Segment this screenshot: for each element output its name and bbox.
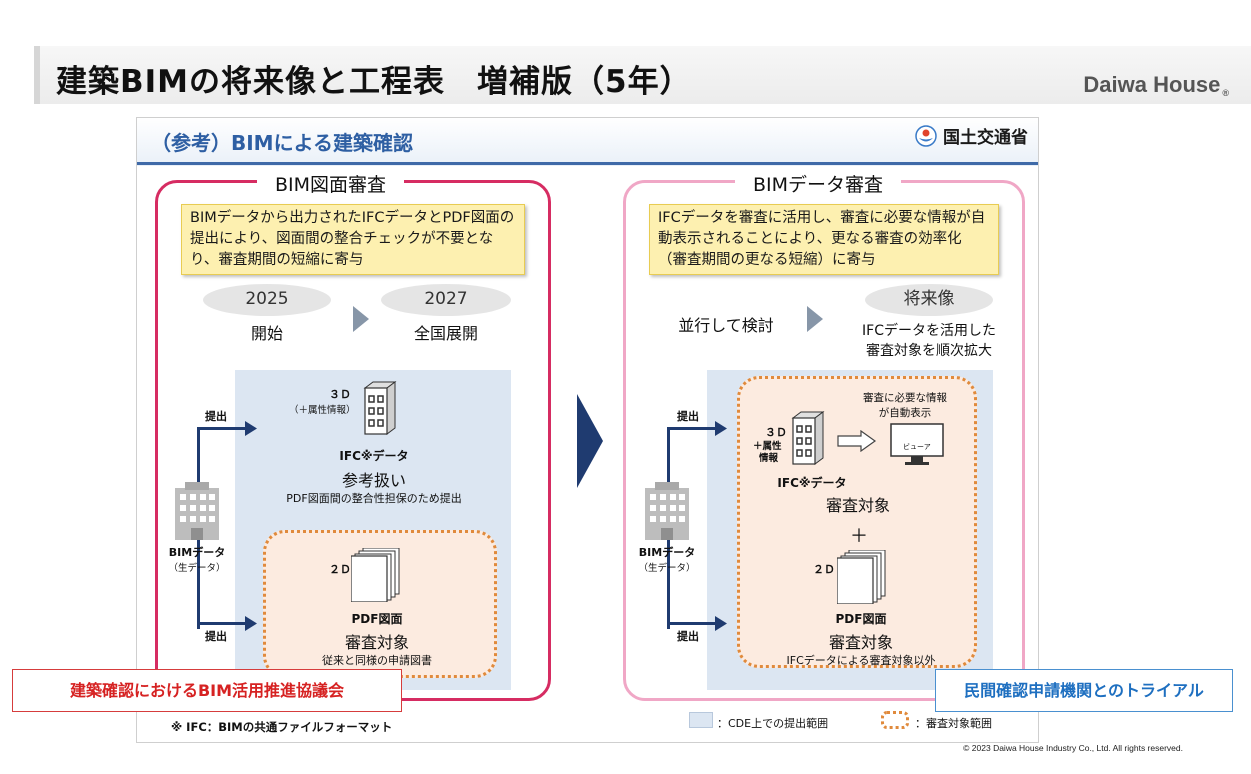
left-pdf-description: 従来と同様の申請図書	[322, 654, 432, 667]
copyright-notice: © 2023 Daiwa House Industry Co., Ltd. Al…	[963, 743, 1183, 753]
left-submit-line-bottom	[197, 622, 247, 625]
left-pdf-label: PDF図面	[351, 612, 403, 626]
private-agency-trial-box: 民間確認申請機関とのトライアル	[935, 669, 1233, 712]
left-year-start-oval: 2025	[203, 284, 331, 316]
left-attr-label: （＋属性情報）	[289, 405, 356, 416]
right-submit-line-bottom	[667, 622, 717, 625]
slide-header-rule	[137, 162, 1038, 165]
company-logo: Daiwa House®	[1083, 72, 1229, 98]
right-submit-bottom-label: 提出	[677, 630, 699, 643]
left-panel-note: BIMデータから出力されたIFCデータとPDF図面の提出により、図面間の整合チェ…	[181, 204, 525, 275]
right-attr-label-1: ＋属性	[753, 441, 782, 452]
legend-cde-label: ：CDE上での提出範囲	[717, 717, 829, 730]
left-pdf-document-icon	[351, 548, 400, 602]
right-attr-label-2: 情報	[759, 453, 779, 464]
right-parallel-label: 並行して検討	[678, 316, 774, 335]
left-submit-top-label: 提出	[205, 410, 227, 423]
right-3d-label: ３Ｄ	[765, 426, 787, 439]
right-panel-title: BIMデータ審査	[735, 170, 902, 197]
logo-registered-mark: ®	[1222, 88, 1229, 98]
ministry-label: 国土交通省	[915, 123, 1028, 148]
title-bar	[34, 46, 1251, 104]
right-timeline-arrow-icon	[807, 306, 823, 332]
right-submit-arrowhead-bottom-icon	[715, 616, 727, 631]
left-submit-line-lower	[197, 624, 200, 629]
right-auto-display-arrow-icon	[837, 430, 877, 452]
right-plus-sign: ＋	[850, 526, 868, 547]
right-panel-note: IFCデータを審査に活用し、審査に必要な情報が自動表示されることにより、更なる審…	[649, 204, 999, 275]
right-future-oval: 将来像	[865, 284, 993, 316]
slide-header	[137, 118, 1038, 166]
left-bim-data-sublabel: （生データ）	[168, 563, 226, 574]
right-submit-top-label: 提出	[677, 410, 699, 423]
legend-scope-label: ：審査対象範囲	[915, 717, 992, 730]
right-pdf-description: IFCデータによる審査対象以外	[786, 654, 936, 667]
left-ifc-description: PDF図面間の整合性担保のため提出	[286, 492, 462, 505]
left-bim-data-label: BIMデータ	[168, 546, 226, 559]
right-auto-display-2: が自動表示	[878, 407, 932, 419]
left-submit-line-top	[197, 427, 247, 430]
left-submit-arrowhead-top-icon	[245, 421, 257, 436]
left-submit-bottom-label: 提出	[205, 630, 227, 643]
right-submit-line-top	[667, 427, 717, 430]
left-year-national-oval: 2027	[381, 284, 511, 316]
viewer-monitor-icon	[890, 423, 944, 465]
right-future-desc-1: IFCデータを活用した	[862, 323, 996, 339]
right-bim-building-icon	[645, 482, 689, 540]
left-bim-building-icon	[175, 482, 219, 540]
right-auto-display-1: 審査に必要な情報	[863, 392, 947, 404]
page-title: 建築BIMの将来像と工程表 増補版（5年）	[56, 64, 692, 100]
left-panel-title: BIM図面審査	[257, 170, 405, 197]
left-year-national-label: 全国展開	[413, 324, 478, 343]
left-year-start-label: 開始	[250, 324, 283, 343]
right-ifc-building-icon	[791, 411, 825, 465]
logo-text: Daiwa House	[1083, 72, 1221, 97]
left-timeline-arrow-icon	[353, 306, 369, 332]
left-pdf-status: 審査対象	[344, 633, 409, 652]
ministry-logo-icon	[915, 124, 937, 147]
legend-scope-swatch	[881, 711, 909, 729]
right-pdf-status: 審査対象	[828, 633, 893, 652]
ifc-footnote: ※ IFC：BIMの共通ファイルフォーマット	[171, 720, 393, 734]
legend-cde-swatch	[689, 712, 713, 728]
slide-title: （参考）BIMによる建築確認	[151, 131, 413, 155]
center-chevron-arrow-icon	[577, 394, 603, 488]
right-future-desc-2: 審査対象を順次拡大	[866, 343, 992, 359]
left-ifc-building-icon	[363, 381, 397, 435]
left-ifc-status: 参考扱い	[341, 471, 406, 490]
right-ifc-label: IFC※データ	[777, 476, 847, 490]
right-ifc-status: 審査対象	[825, 496, 890, 515]
slide: （参考）BIMによる建築確認 国土交通省 BIM図面審査 BIMデータから出力さ…	[136, 117, 1039, 743]
right-2d-label: ２Ｄ	[813, 563, 835, 576]
left-2d-label: ２Ｄ	[329, 563, 351, 576]
right-bim-data-label: BIMデータ	[638, 546, 696, 559]
ministry-name: 国土交通省	[943, 128, 1028, 148]
left-3d-label: ３Ｄ	[329, 388, 351, 401]
right-bim-data-sublabel: （生データ）	[638, 563, 696, 574]
right-submit-arrowhead-top-icon	[715, 421, 727, 436]
right-pdf-label: PDF図面	[835, 612, 887, 626]
right-pdf-document-icon	[837, 550, 886, 604]
bim-promotion-council-box: 建築確認におけるBIM活用推進協議会	[12, 669, 402, 712]
viewer-label: ビューア	[903, 443, 931, 451]
left-submit-arrowhead-bottom-icon	[245, 616, 257, 631]
left-ifc-label: IFC※データ	[339, 449, 409, 463]
